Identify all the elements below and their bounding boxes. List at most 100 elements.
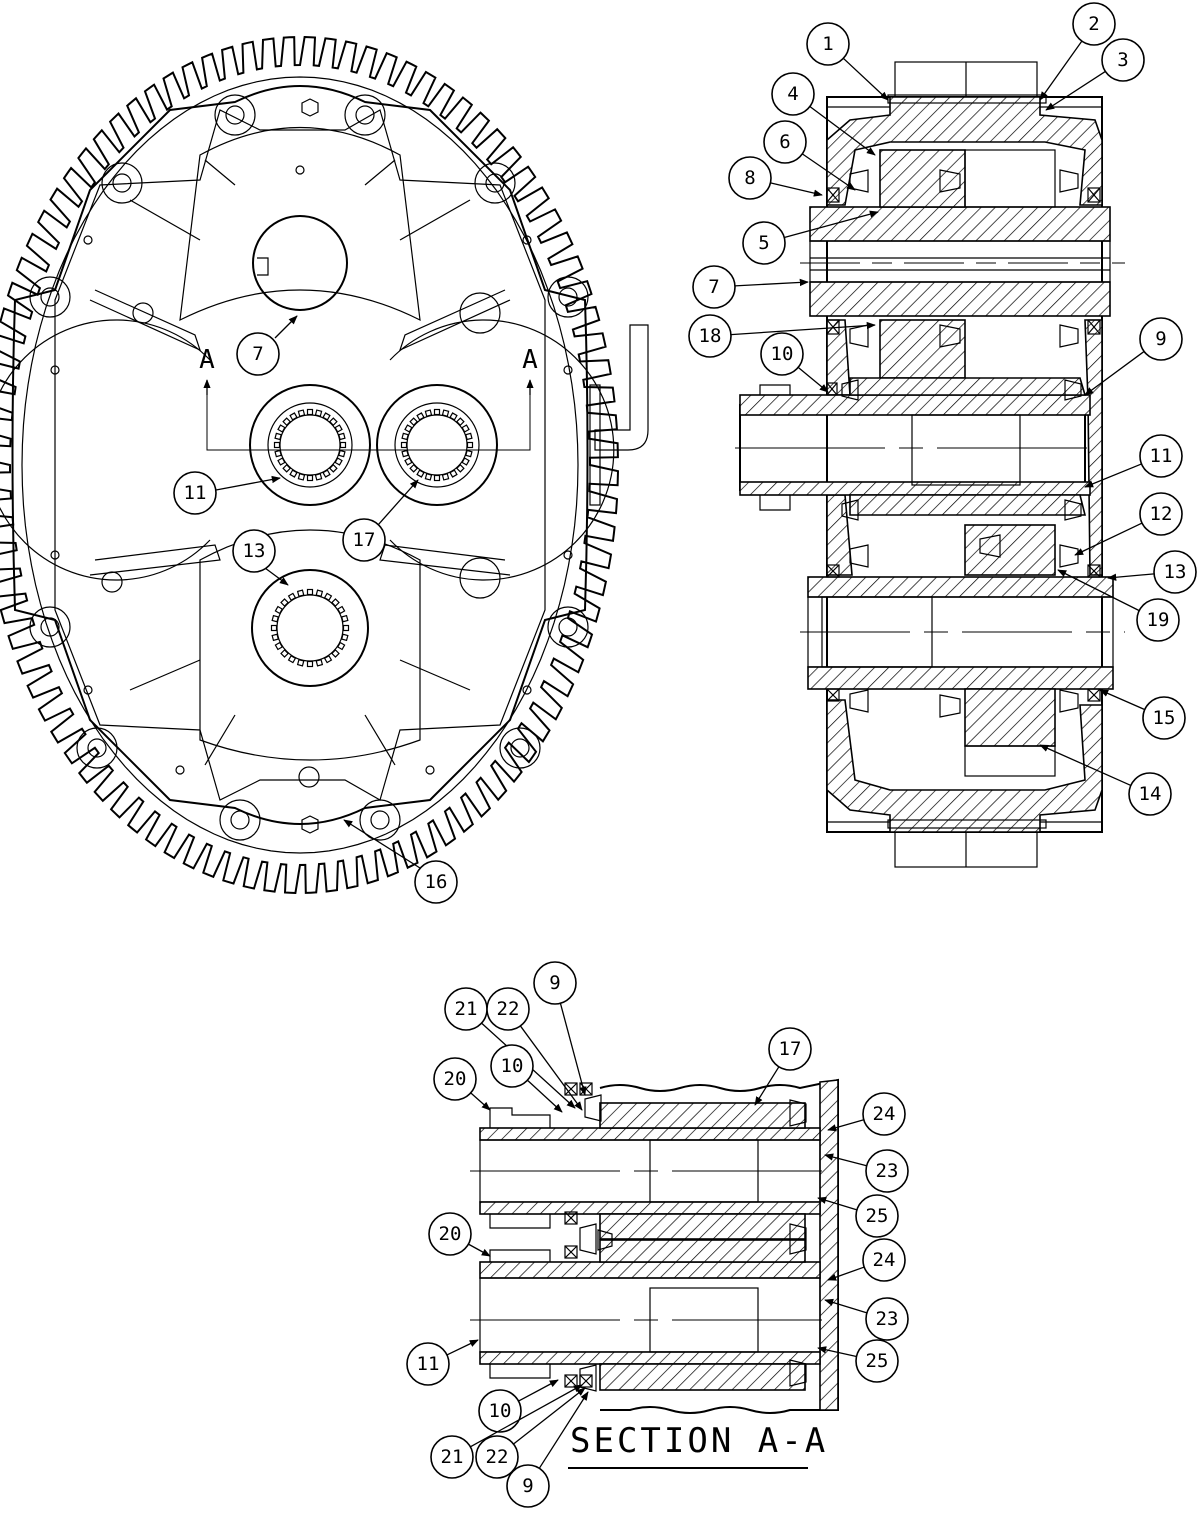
ear: [474, 162, 516, 204]
balloon: 10: [490, 1044, 563, 1113]
roller: [1064, 379, 1082, 401]
upper-boss: [252, 215, 348, 311]
balloon: 9: [1084, 317, 1183, 396]
ring-gear: [0, 35, 620, 895]
bearing: [826, 187, 840, 203]
small-hole: [295, 165, 305, 175]
balloon-label: 1: [822, 33, 833, 55]
spline-teeth: [270, 588, 350, 668]
svg-text:16: 16: [425, 871, 448, 893]
left-shaft-mid: [267, 402, 353, 488]
ring-gear-root: [21, 76, 579, 854]
balloon: 9: [533, 961, 587, 1096]
balloon-label: 10: [489, 1400, 512, 1422]
roller: [789, 1099, 807, 1127]
roller: [1059, 544, 1079, 568]
balloon-label: 8: [744, 167, 755, 189]
balloon-label: 12: [1150, 503, 1173, 525]
section-flange-upper: [489, 1107, 551, 1128]
balloon-label: 25: [866, 1205, 889, 1227]
balloon: 23: [824, 1149, 909, 1193]
balloon: 17: [754, 1027, 812, 1106]
upper-web: [179, 127, 421, 322]
svg-text:11: 11: [184, 482, 207, 504]
balloon-label: 21: [441, 1446, 464, 1468]
roller: [849, 324, 869, 348]
balloon: 3: [1045, 38, 1145, 111]
section-lower-shaft-hatch-bottom: [479, 1351, 821, 1365]
balloon: 10: [478, 1379, 559, 1433]
left-shaft-outer: [249, 384, 371, 506]
balloon: 20: [433, 1057, 491, 1111]
bearing: [826, 564, 840, 578]
small-hole: [425, 765, 435, 775]
svg-text:13: 13: [243, 540, 266, 562]
balloon: 13: [1107, 550, 1197, 594]
small-hole: [522, 235, 532, 245]
front-balloons: 7 11 17 13 16: [173, 315, 458, 904]
front-view: A A 7 11 17 13 16: [0, 35, 649, 904]
housing-outline: [11, 85, 589, 825]
ear: [359, 799, 401, 841]
bearing: [564, 1245, 578, 1259]
balloon: 24: [827, 1092, 906, 1136]
balloon-label: 9: [549, 972, 560, 994]
balloon-label: 22: [486, 1446, 509, 1468]
section-lower-gear: [599, 1239, 806, 1263]
balloon: 11: [406, 1339, 479, 1386]
balloon: 1: [806, 22, 889, 101]
right-spline: [406, 414, 468, 476]
shaft-11-collar-b: [849, 494, 1087, 516]
hex-bolt: [298, 766, 320, 788]
section-flange-mid: [489, 1214, 551, 1262]
roller: [979, 534, 1001, 558]
balloon: 22: [486, 987, 583, 1111]
handle: [594, 324, 649, 451]
balloon-label: 9: [1155, 328, 1166, 350]
balloon: 4: [771, 72, 876, 156]
ear-hole: [230, 810, 250, 830]
balloon: 21: [444, 987, 576, 1109]
lower-web: [199, 529, 421, 761]
bearing: [1087, 688, 1101, 702]
balloon-label: 17: [779, 1038, 802, 1060]
balloon: 15: [1099, 689, 1186, 740]
housing-inner-outline: [54, 109, 546, 801]
small-hole: [83, 235, 93, 245]
section-line-a-a: A A: [199, 345, 538, 451]
bearing: [1087, 319, 1101, 335]
roller: [789, 1223, 807, 1255]
balloon-label: 14: [1139, 783, 1162, 805]
balloon: 10: [760, 332, 829, 393]
hex-plug: [301, 98, 319, 117]
ear-hole: [355, 105, 375, 125]
gear-4: [879, 149, 966, 208]
boss: [459, 292, 501, 334]
balloon: 23: [824, 1297, 909, 1341]
section-upper-shaft-hatch-bottom: [479, 1201, 821, 1215]
balloon-label: 19: [1147, 609, 1170, 631]
balloon: 16: [343, 819, 458, 904]
gear-12: [964, 524, 1056, 576]
hex-bolt: [132, 302, 154, 324]
balloon: 17: [342, 479, 419, 562]
balloon-label: 7: [708, 276, 719, 298]
ear-hole: [40, 287, 60, 307]
roller: [1059, 169, 1079, 193]
bearing: [826, 688, 840, 702]
shaft-11-hatch-bottom: [739, 481, 1091, 496]
ear: [547, 606, 589, 648]
small-hole: [50, 550, 60, 560]
gear-4-lower: [879, 319, 966, 379]
balloon: 7: [236, 315, 298, 376]
small-hole: [563, 550, 573, 560]
section-upper-shaft-hatch-top: [479, 1127, 821, 1141]
roller: [939, 169, 961, 193]
ear: [29, 606, 71, 648]
ear: [29, 276, 71, 318]
bearings: [826, 169, 1101, 718]
balloon: 21: [430, 1384, 583, 1479]
balloon: 22: [475, 1387, 586, 1479]
roller: [841, 499, 859, 521]
